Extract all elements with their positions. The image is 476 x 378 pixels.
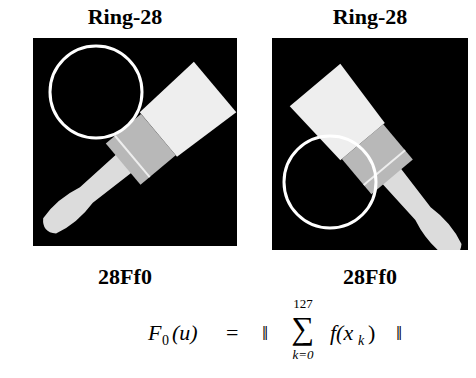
ring bbox=[284, 136, 376, 228]
panel-label: 28Ff0 bbox=[98, 266, 152, 288]
panel-title: Ring-28 bbox=[88, 6, 163, 28]
norm-bar: ‖ bbox=[262, 322, 268, 344]
paint-brush bbox=[33, 62, 236, 246]
equation-symbol: ) bbox=[368, 322, 375, 344]
image-panel bbox=[33, 38, 237, 246]
panel-label: 28Ff0 bbox=[343, 266, 397, 288]
equation-symbol: F bbox=[148, 322, 161, 344]
sum-symbol: ∑ bbox=[292, 312, 315, 344]
equation-subscript: 0 bbox=[162, 334, 169, 348]
sum-limit: k=0 bbox=[292, 348, 313, 361]
panel-title: Ring-28 bbox=[333, 6, 408, 28]
sum-limit: 127 bbox=[293, 297, 313, 310]
equation-subscript: k bbox=[358, 334, 364, 348]
equation-symbol: (u) bbox=[172, 322, 198, 344]
equation-symbol: f(x bbox=[330, 322, 353, 344]
norm-bar: ‖ bbox=[396, 322, 402, 344]
paint-brush bbox=[290, 64, 468, 250]
ring bbox=[50, 46, 142, 138]
equation-symbol: = bbox=[226, 322, 238, 344]
